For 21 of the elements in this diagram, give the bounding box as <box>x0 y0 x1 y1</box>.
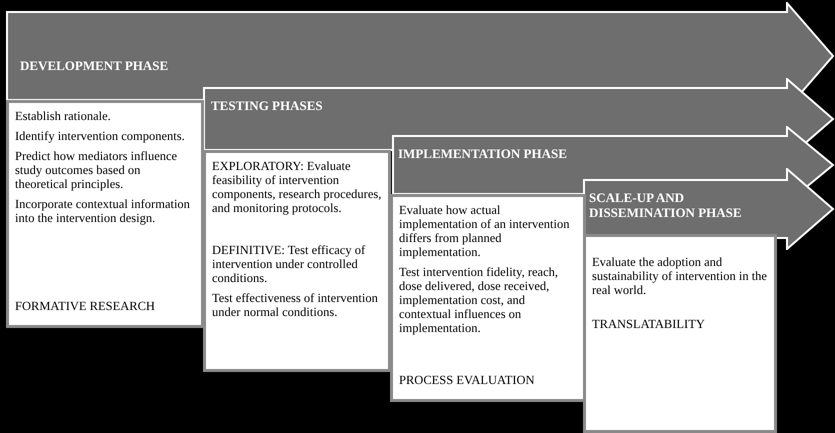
description-text: TRANSLATABILITY <box>592 317 706 331</box>
description-box <box>390 194 586 402</box>
description-text: DEFINITIVE: Test efficacy of intervention under controlled conditions. <box>212 243 366 285</box>
description-text: PROCESS EVALUATION <box>399 373 536 387</box>
description-text: FORMATIVE RESEARCH <box>15 299 156 313</box>
description-box <box>6 100 204 328</box>
description-text: EXPLORATORY: Evaluate feasibility of intervention components, research procedures, and monitoring protocols. <box>212 159 382 215</box>
description-text: Predict how mediators influence study outcomes based on theoretical principles. <box>15 149 178 191</box>
phase-heading: SCALE-UP AND DISSEMINATION PHASE <box>589 190 743 220</box>
description-text: Identify intervention components. <box>15 129 186 143</box>
description-box <box>203 150 391 372</box>
phase-heading: IMPLEMENTATION PHASE <box>398 146 568 161</box>
description-text: Evaluate the adoption and sustainability of intervention in the real world. <box>592 255 768 297</box>
description-text: Test effectiveness of intervention under normal conditions. <box>212 291 379 319</box>
description-text: Incorporate contextual information into the intervention design. <box>15 197 191 225</box>
phase-heading: DEVELOPMENT PHASE <box>20 58 170 73</box>
phase-heading: TESTING PHASES <box>211 98 324 113</box>
description-text: Evaluate how actual implementation of an intervention differs from planned implementation. <box>399 203 570 259</box>
description-text: Establish rationale. <box>15 109 112 123</box>
description-box <box>583 234 777 433</box>
description-text: Test intervention fidelity, reach, dose delivered, dose received, implementation cost, and contextual influences on implementation. <box>399 265 560 335</box>
